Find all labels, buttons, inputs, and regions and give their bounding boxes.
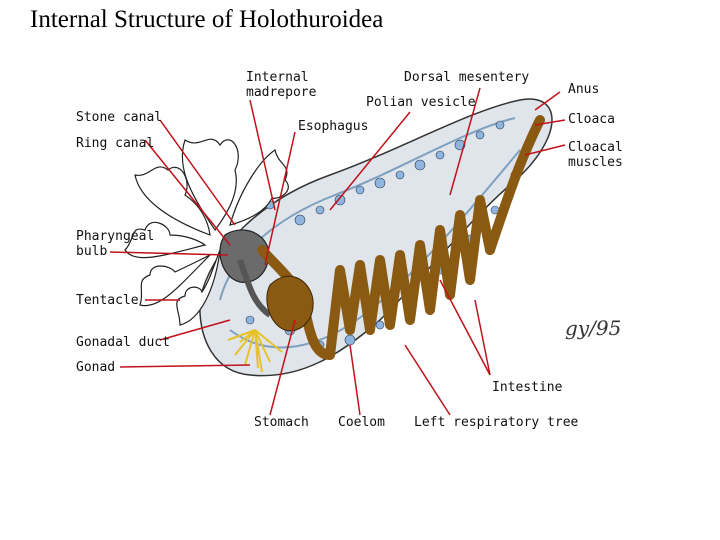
label-ring-canal: Ring canal (76, 136, 155, 151)
page-title: Internal Structure of Holothuroidea (30, 6, 384, 33)
label-esophagus: Esophagus (298, 119, 369, 134)
tentacles (124, 138, 289, 326)
label-coelom: Coelom (338, 415, 385, 430)
label-stone-canal: Stone canal (76, 110, 163, 125)
leader-lines (109, 87, 566, 416)
label-intestine: Intestine (492, 380, 563, 395)
label-stomach: Stomach (254, 415, 309, 430)
pharyngeal-bulb (219, 229, 270, 283)
label-pharyngeal-bulb: Pharyngeal bulb (76, 229, 155, 259)
label-cloaca: Cloaca (568, 112, 615, 127)
label-internal-madrepore: Internal madrepore (246, 70, 317, 100)
label-anus: Anus (568, 82, 600, 97)
gonad (227, 329, 283, 373)
label-cloacal-muscles: Cloacal muscles (568, 140, 623, 170)
label-gonadal-duct: Gonadal duct (76, 335, 170, 350)
label-left-respiratory-tree: Left respiratory tree (414, 415, 579, 430)
label-dorsal-mesentery: Dorsal mesentery (404, 70, 530, 85)
label-gonad: Gonad (76, 360, 116, 375)
label-polian-vesicle: Polian vesicle (366, 95, 476, 110)
signature: gy/95 (565, 316, 621, 340)
stomach (266, 275, 314, 332)
label-tentacle: Tentacle (76, 293, 139, 308)
